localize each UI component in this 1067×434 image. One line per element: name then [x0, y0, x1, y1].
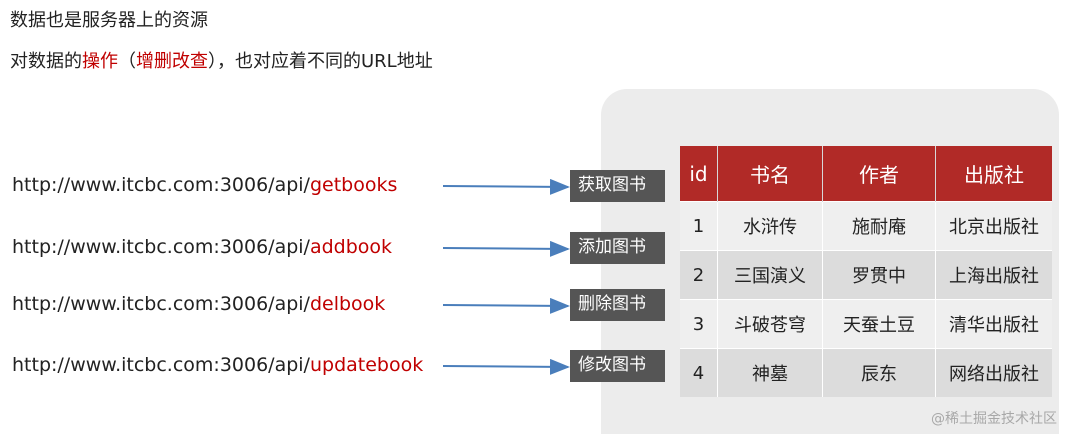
- arrow-delbook: [442, 297, 570, 314]
- url-getbooks: http://www.itcbc.com:3006/api/getbooks: [12, 174, 398, 196]
- table-row: 1 水浒传 施耐庵 北京出版社: [680, 201, 1052, 251]
- cell-id: 4: [680, 348, 718, 397]
- cell-id: 1: [680, 201, 718, 251]
- table-row: 2 三国演义 罗贯中 上海出版社: [680, 250, 1052, 300]
- intro-text-c: ），也对应着不同的URL地址: [208, 51, 433, 72]
- cell-id: 2: [680, 250, 718, 300]
- url-addbook: http://www.itcbc.com:3006/api/addbook: [12, 236, 393, 258]
- cell-publisher: 上海出版社: [935, 250, 1052, 300]
- cell-title: 水浒传: [717, 201, 823, 251]
- url-updatebook: http://www.itcbc.com:3006/api/updatebook: [12, 354, 424, 376]
- watermark: @稀土掘金技术社区: [931, 411, 1057, 427]
- header-author: 作者: [822, 146, 936, 202]
- cell-title: 斗破苍穹: [717, 299, 823, 349]
- intro-text-a: 对数据的: [10, 51, 82, 72]
- header-title: 书名: [717, 146, 823, 202]
- label-update-book: 修改图书: [570, 350, 665, 382]
- cell-publisher: 清华出版社: [935, 299, 1052, 349]
- arrow-updatebook: [442, 358, 570, 375]
- table-row: 3 斗破苍穹 天蚕土豆 清华出版社: [680, 299, 1052, 349]
- cell-author: 罗贯中: [822, 250, 936, 300]
- table-row: 4 神墓 辰东 网络出版社: [680, 348, 1052, 397]
- intro-operation: 操作: [82, 51, 118, 72]
- cell-author: 施耐庵: [822, 201, 936, 251]
- cell-publisher: 北京出版社: [935, 201, 1052, 251]
- cell-id: 3: [680, 299, 718, 349]
- intro-crud: 增删改查: [136, 51, 208, 72]
- arrow-getbooks: [442, 178, 570, 195]
- cell-author: 辰东: [822, 348, 936, 397]
- cell-title: 三国演义: [717, 250, 823, 300]
- header-id: id: [680, 146, 718, 202]
- cell-author: 天蚕土豆: [822, 299, 936, 349]
- arrow-addbook: [442, 240, 570, 257]
- label-add-book: 添加图书: [570, 232, 665, 264]
- label-delete-book: 删除图书: [570, 289, 665, 321]
- label-get-books: 获取图书: [570, 170, 665, 202]
- url-delbook: http://www.itcbc.com:3006/api/delbook: [12, 293, 386, 315]
- books-table: id 书名 作者 出版社 1 水浒传 施耐庵 北京出版社 2 三国演义 罗贯中 …: [680, 146, 1052, 397]
- cell-publisher: 网络出版社: [935, 348, 1052, 397]
- intro-line-2: 对数据的操作（增删改查），也对应着不同的URL地址: [10, 47, 433, 73]
- cell-title: 神墓: [717, 348, 823, 397]
- header-publisher: 出版社: [935, 146, 1052, 202]
- table-header-row: id 书名 作者 出版社: [680, 146, 1052, 202]
- intro-line-1: 数据也是服务器上的资源: [10, 10, 208, 31]
- intro-text-b: （: [118, 51, 136, 72]
